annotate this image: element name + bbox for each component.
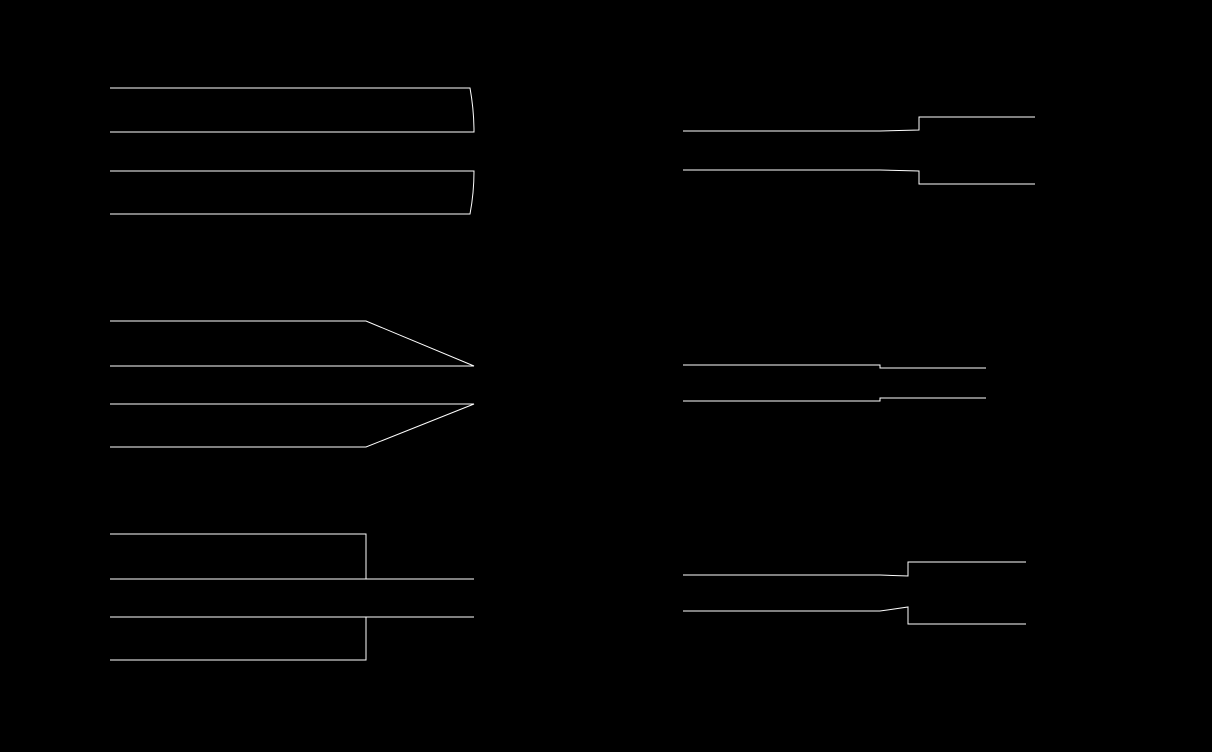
rounded-end-pair [110, 87, 475, 215]
stepped-extension-pair [110, 533, 474, 661]
pointed-end-strip-upper [110, 320, 475, 367]
flared-step-pair [683, 116, 1035, 185]
pointed-end-pair [110, 320, 475, 448]
straight-continuation-line-upper [683, 364, 986, 369]
small-flared-step-line-lower [683, 606, 1026, 625]
stepped-extension-strip-lower [110, 616, 474, 661]
small-flared-step-line-upper [683, 561, 1026, 577]
flared-step-line-upper [683, 116, 1035, 132]
small-flared-step-pair [683, 561, 1026, 625]
flared-step-line-lower [683, 169, 1035, 185]
stepped-extension-strip-upper [110, 533, 474, 580]
rounded-end-strip-upper [110, 87, 475, 133]
rounded-end-strip-lower [110, 170, 475, 215]
straight-continuation-pair [683, 364, 986, 402]
straight-continuation-line-lower [683, 397, 986, 402]
pointed-end-strip-lower [110, 403, 475, 448]
